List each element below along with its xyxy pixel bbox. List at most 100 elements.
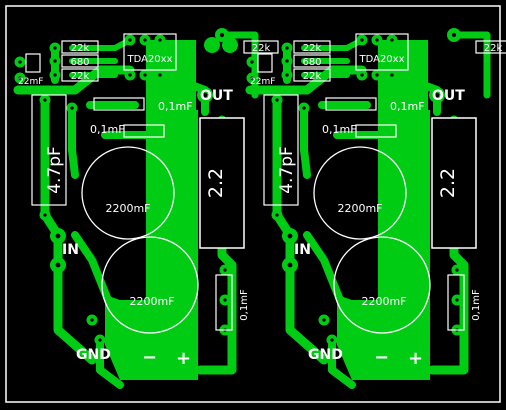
pad-hole [53,46,57,50]
pad-hole [455,268,459,272]
bridge-area: most [202,37,242,70]
pad-hole [143,73,147,77]
capacitor-outline [81,146,175,240]
ic-outline [123,33,177,71]
copper-pour-plus [418,110,430,380]
bridge-pad [222,37,238,53]
capacitor-label: 0,1mF [471,289,482,321]
capacitor-outline [447,274,465,331]
pad-hole [98,338,102,342]
label-plus: + [176,348,191,369]
copper-pour-plus [186,110,198,380]
resistor-label: 2.2 [205,168,227,198]
capacitor-label: 0,1mF [239,289,250,321]
bridge-pad [204,37,220,53]
copper-trace [303,231,386,319]
pad-hole [390,73,394,77]
pad-hole [128,38,132,42]
pad-hole [375,73,379,77]
copper-trace [450,31,491,99]
pad-hole [390,38,394,42]
resistor-outline [61,68,99,82]
board-frame [5,5,501,403]
label-minus: − [142,347,157,368]
pad-hole [53,59,57,63]
capacitor-outline [123,124,165,138]
capacitor-outline [263,94,299,206]
resistor-outline [293,54,331,68]
pad-hole [360,73,364,77]
label-in: IN [62,242,79,258]
pad-hole [18,76,22,80]
pad-hole [360,38,364,42]
pad-hole [43,213,47,217]
ic-label: TDA20xx [358,54,404,65]
pad-hole [375,38,379,42]
resistor-label: 22k [303,43,322,54]
pad-hole [223,298,227,302]
amplifier-channel-right: 22k68022kTDA20xx22k22mF4.7pF0,1mF0,1mF22… [245,28,506,389]
copper-trace [13,65,135,95]
pad-hole [330,338,334,342]
resistor-label: 22k [303,71,322,82]
capacitor-outline [313,146,407,240]
capacitor-outline [325,97,377,111]
label-in: IN [294,242,311,258]
resistor-outline [431,117,477,249]
copper-trace [96,336,124,389]
capacitor-label: 22mF [250,77,275,87]
resistor-outline [199,117,245,249]
capacitor-label: 2200mF [361,295,406,308]
resistor-outline [61,54,99,68]
pad-hole [219,32,225,38]
pad-hole [275,213,279,217]
pad-hole [158,38,162,42]
label-out: OUT [200,88,233,104]
pad-hole [43,98,47,102]
pad-hole [434,92,440,98]
pad-hole [302,106,306,110]
capacitor-label: 0,1mF [390,100,425,113]
capacitor-label: 0,1mF [90,123,125,136]
pad-hole [250,60,254,64]
capacitor-outline [257,53,273,73]
copper-trace [300,106,311,179]
capacitor-outline [215,274,233,331]
ic-label: TDA20xx [126,54,172,65]
pad-hole [128,73,132,77]
capacitor-label: 0,1mF [322,123,357,136]
bridge-label: most [202,54,242,70]
capacitor-outline [333,236,431,334]
resistor-outline [293,40,331,54]
capacitor-outline [93,97,145,111]
amplifier-channel-left: 22k68022kTDA20xx22k22mF4.7pF0,1mF0,1mF22… [13,28,279,389]
pad-hole [202,92,208,98]
pad-hole [55,233,61,239]
pad-hole [285,59,289,63]
resistor-label: 22k [252,43,271,54]
pad-hole [53,73,57,77]
capacitor-outline [25,53,41,73]
resistor-outline [61,40,99,54]
resistor-label: 2.2 [437,168,459,198]
copper-trace [328,336,356,389]
resistor-outline [475,40,506,54]
pad-hole [285,73,289,77]
pad-hole [18,60,22,64]
pad-hole [287,262,293,268]
pad-hole [285,46,289,50]
capacitor-label: 2200mF [337,202,382,215]
pad-hole [55,262,61,268]
capacitor-label: 4.7pF [277,146,297,194]
pad-hole [158,73,162,77]
copper-trace [245,65,367,95]
capacitor-label: 0,1mF [158,100,193,113]
capacitor-label: 4.7pF [45,146,65,194]
pad-hole [70,106,74,110]
pad-hole [451,32,457,38]
resistor-outline [293,68,331,82]
resistor-label: 22k [71,71,90,82]
label-gnd: GND [308,347,343,363]
pad-hole [455,298,459,302]
